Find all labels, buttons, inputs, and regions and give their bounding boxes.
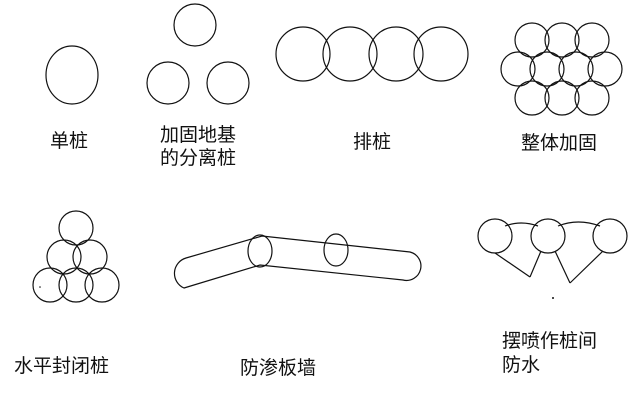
label-jet-grout-line2: 防水 [502, 354, 541, 376]
label-single-pile: 单桩 [50, 130, 89, 152]
pile-circle [206, 61, 250, 105]
closed-piles [32, 210, 120, 303]
label-seepage-wall: 防渗板墙 [240, 357, 317, 379]
label-separated-piles-line2: 的分离桩 [160, 147, 237, 169]
single-pile-circle [45, 45, 99, 105]
seepage-wall [173, 233, 422, 289]
overall-piles [500, 22, 623, 116]
label-closed-piles: 水平封闭桩 [14, 355, 110, 377]
row-piles [275, 26, 469, 82]
pile-circle [322, 26, 378, 82]
pile-circle [173, 3, 217, 47]
pile-circle [368, 26, 424, 82]
pile-circle [275, 26, 331, 82]
label-overall-reinforcement: 整体加固 [521, 132, 598, 154]
label-jet-grout-line1: 摆喷作桩间 [502, 330, 598, 352]
pile-circle [413, 26, 469, 82]
label-separated-piles-line1: 加固地基 [160, 124, 237, 146]
label-row-piles: 排桩 [353, 131, 392, 153]
pile-circle [146, 61, 190, 105]
jet-grout-piles [477, 218, 628, 284]
separated-piles [146, 3, 250, 105]
